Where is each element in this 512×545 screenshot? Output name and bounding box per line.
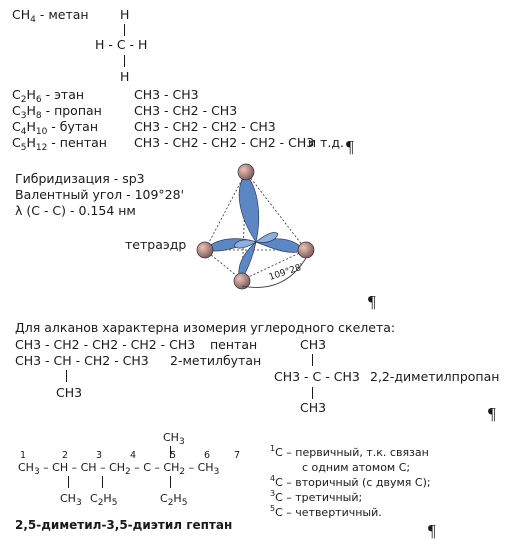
alkane-name-2: C4H10 - бутан [12, 119, 99, 137]
heptane-bond-3 [102, 476, 103, 488]
valence-angle: Валентный угол - 109°28' [15, 187, 185, 202]
dmp-bottom: CH3 [300, 400, 327, 415]
alkane-formula-2: CH3 - CH2 - CH2 - CH3 [134, 119, 276, 134]
pilcrow-mark-4: ¶ [428, 521, 436, 540]
methane-bond-bottom [124, 55, 125, 67]
pilcrow-mark-3: ¶ [488, 404, 496, 423]
dmp-top: CH3 [300, 337, 327, 352]
methane-h-row: H - C - H [95, 37, 148, 52]
class-secondary: 4С – вторичный (с двумя С); [270, 474, 431, 490]
alkane-name-1: C3H8 - пропан [12, 103, 102, 121]
carbon-number-2: 2 [62, 450, 69, 461]
angle-arc [241, 257, 307, 288]
pilcrow-mark-1: ¶ [346, 137, 354, 156]
methane-h-top: H [120, 7, 130, 22]
alkane-name-3: C5H12 - пентан [12, 135, 107, 153]
dmp-bond-top [312, 354, 313, 366]
heptane-name: 2,5-диметил-3,5-диэтил гептан [15, 518, 233, 532]
methane-h-bottom: H [120, 69, 130, 84]
sp3-orbital-diagram: 109°28' [196, 163, 315, 290]
dmp-name: 2,2-диметилпропан [370, 369, 500, 384]
class-tertiary: 3С – третичный; [270, 489, 363, 505]
methane-bond-top [124, 24, 125, 36]
pentane-name: пентан [210, 337, 258, 352]
heptane-branch-methyl: CH3 [60, 492, 82, 508]
carbon-number-1: 1 [20, 450, 27, 461]
methylbutane-name: 2-метилбутан [170, 353, 262, 368]
orbital-lobes [205, 173, 305, 281]
methane-label: CH4 - метан [12, 7, 89, 25]
carbon-number-5: 5 [170, 450, 177, 461]
alkane-formula-3: CH3 - CH2 - CH2 - CH2 - CH3 [134, 135, 315, 150]
methylbutane-formula: CH3 - CH - CH2 - CH3 [15, 353, 149, 368]
dmp-row: CH3 - C - CH3 [274, 369, 360, 384]
alkane-name-0: C2H6 - этан [12, 87, 85, 105]
heptane-branch-ethyl-3: C2H5 [90, 492, 118, 508]
heptane-bond-5 [170, 476, 171, 488]
heptane-bond-2 [68, 476, 69, 488]
carbon-number-7: 7 [234, 450, 241, 461]
hydrogen-atoms [196, 163, 315, 290]
alkane-formula-0: CH3 - CH3 [134, 87, 199, 102]
class-primary-cont: с одним атомом С; [302, 461, 411, 474]
methylbutane-branch-bond [66, 370, 67, 382]
etc-text: и т.д. [308, 135, 344, 150]
dmp-bond-bottom [312, 387, 313, 399]
heptane-branch-ethyl-5: C2H5 [160, 492, 188, 508]
class-quaternary: 5С – четвертичный. [270, 504, 382, 520]
pentane-formula: CH3 - CH2 - CH2 - CH2 - CH3 [15, 337, 196, 352]
class-primary: 1C – первичный, т.к. связан [270, 444, 429, 460]
alkane-formula-1: CH3 - CH2 - CH3 [134, 103, 238, 118]
pilcrow-mark-2: ¶ [368, 292, 376, 311]
bond-length: λ (C - C) - 0.154 нм [15, 203, 136, 218]
methylbutane-branch: CH3 [56, 385, 83, 400]
heptane-top-bond [170, 446, 171, 458]
tetra-label: тетраэдр [125, 237, 187, 252]
carbon-number-6: 6 [204, 450, 211, 461]
carbon-number-4: 4 [130, 450, 137, 461]
carbon-number-3: 3 [96, 450, 103, 461]
heptane-top-branch: CH3 [163, 431, 185, 447]
heptane-chain: CH3 – CH – CH – CH2 – C – CH2 – CH3 [18, 461, 220, 477]
isomer-heading: Для алканов характерна изомерия углеродн… [15, 320, 396, 335]
hybrid-type: Гибридизация - sp3 [15, 171, 145, 186]
